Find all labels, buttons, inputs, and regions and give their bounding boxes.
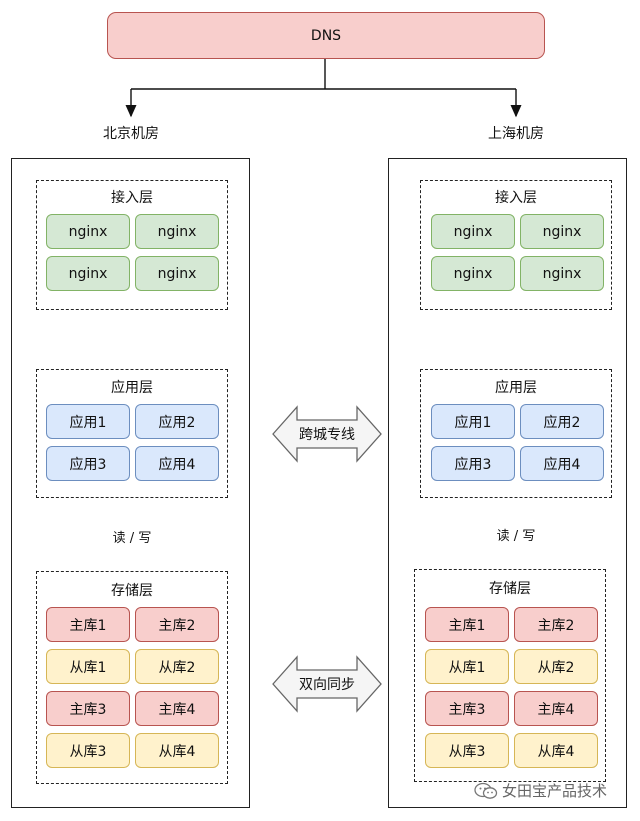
- nginx-node: nginx: [520, 256, 604, 291]
- nginx-node: nginx: [135, 256, 219, 291]
- slave-db-node: 从库1: [425, 649, 509, 684]
- master-db-node: 主库3: [425, 691, 509, 726]
- dns-label: DNS: [310, 27, 342, 44]
- watermark: 女田宝产品技术: [474, 780, 607, 801]
- slave-db-node: 从库4: [514, 733, 598, 768]
- app-node: 应用4: [135, 446, 219, 481]
- cross-city-label: 跨城专线: [299, 427, 355, 443]
- slave-db-node: 从库3: [425, 733, 509, 768]
- layer-title: 接入层: [495, 190, 537, 206]
- shanghai-app-layer: 应用层 应用1 应用2 应用3 应用4: [420, 369, 612, 498]
- layer-title: 应用层: [111, 380, 153, 396]
- layer-title: 存储层: [489, 581, 531, 597]
- beijing-room-label: 北京机房: [103, 126, 159, 142]
- nginx-node: nginx: [46, 214, 130, 249]
- beijing-storage-layer: 存储层 主库1 主库2 从库1 从库2 主库3 主库4 从库3 从库4: [36, 571, 228, 784]
- slave-db-node: 从库3: [46, 733, 130, 768]
- layer-title: 应用层: [495, 380, 537, 396]
- slave-db-node: 从库1: [46, 649, 130, 684]
- master-db-node: 主库2: [514, 607, 598, 642]
- bidirectional-sync-label: 双向同步: [299, 677, 355, 693]
- layer-title: 存储层: [111, 583, 153, 599]
- slave-db-node: 从库4: [135, 733, 219, 768]
- slave-db-node: 从库2: [514, 649, 598, 684]
- master-db-node: 主库2: [135, 607, 219, 642]
- app-node: 应用4: [520, 446, 604, 481]
- nginx-node: nginx: [135, 214, 219, 249]
- app-node: 应用1: [431, 404, 515, 439]
- master-db-node: 主库1: [425, 607, 509, 642]
- beijing-app-layer: 应用层 应用1 应用2 应用3 应用4: [36, 369, 228, 498]
- beijing-access-layer: 接入层 nginx nginx nginx nginx: [36, 180, 228, 310]
- app-node: 应用3: [431, 446, 515, 481]
- slave-db-node: 从库2: [135, 649, 219, 684]
- master-db-node: 主库3: [46, 691, 130, 726]
- app-node: 应用2: [135, 404, 219, 439]
- app-node: 应用1: [46, 404, 130, 439]
- app-node: 应用3: [46, 446, 130, 481]
- layer-title: 接入层: [111, 190, 153, 206]
- nginx-node: nginx: [46, 256, 130, 291]
- nginx-node: nginx: [431, 214, 515, 249]
- cross-city-line-arrow: [272, 405, 382, 463]
- read-write-label: 读 / 写: [492, 525, 540, 544]
- read-write-label: 读 / 写: [108, 527, 156, 546]
- nginx-node: nginx: [431, 256, 515, 291]
- shanghai-access-layer: 接入层 nginx nginx nginx nginx: [420, 180, 612, 310]
- shanghai-room-label: 上海机房: [488, 126, 544, 142]
- master-db-node: 主库1: [46, 607, 130, 642]
- wechat-icon: [474, 782, 498, 799]
- dns-node: DNS: [107, 12, 545, 59]
- app-node: 应用2: [520, 404, 604, 439]
- shanghai-storage-layer: 存储层 主库1 主库2 从库1 从库2 主库3 主库4 从库3 从库4: [414, 569, 606, 782]
- master-db-node: 主库4: [135, 691, 219, 726]
- master-db-node: 主库4: [514, 691, 598, 726]
- watermark-text: 女田宝产品技术: [502, 782, 608, 800]
- nginx-node: nginx: [520, 214, 604, 249]
- bidirectional-sync-arrow: [272, 655, 382, 713]
